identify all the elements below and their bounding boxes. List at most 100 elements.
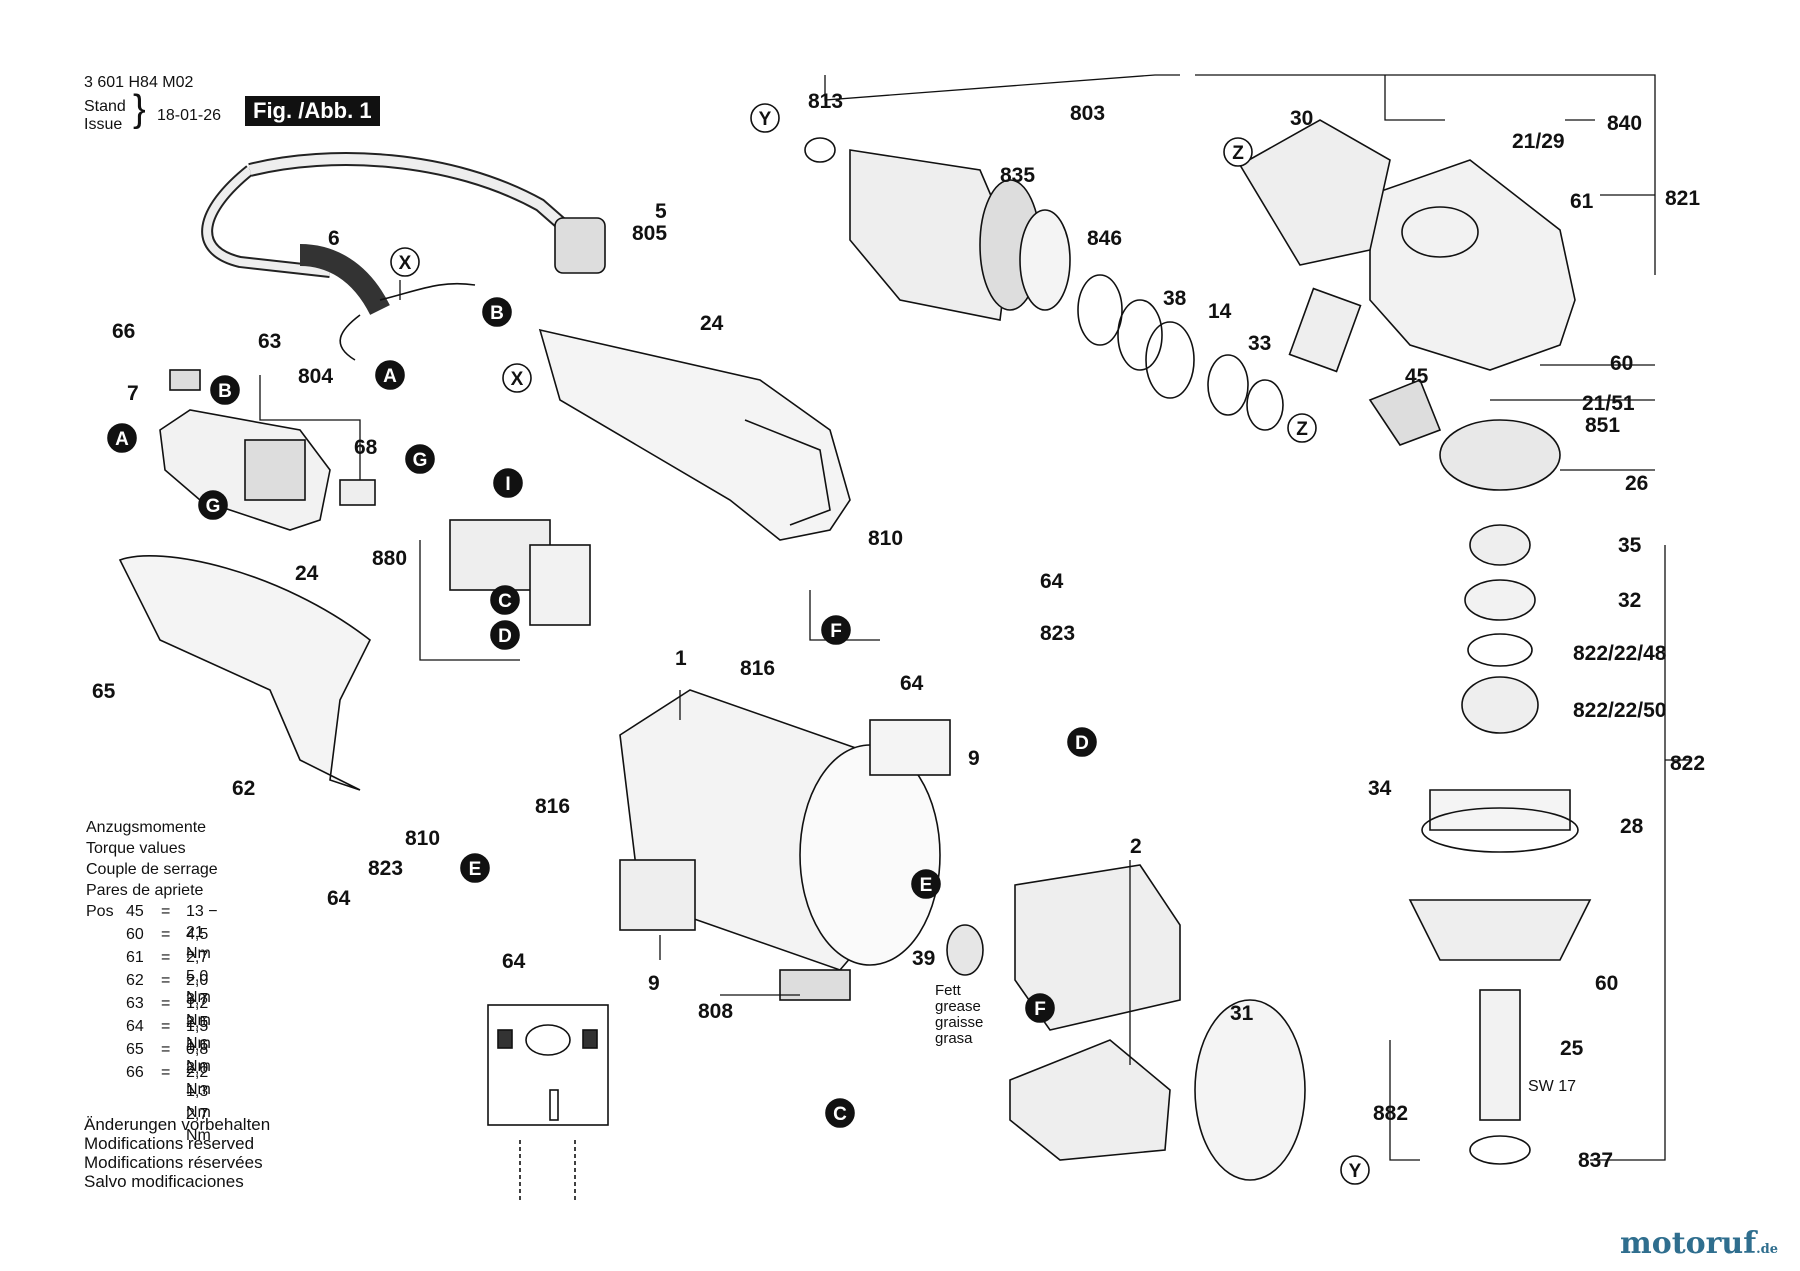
torque-row: 62 = 2,0 − 2,5 Nm [86,970,218,1052]
part-label: 822/22/48 [1573,642,1667,665]
part-label: 34 [1368,777,1392,800]
torque-row: 60 = 4,5 − 5,0 Nm [86,924,218,1006]
connector-circle [750,103,780,133]
connector-marker: Y [750,103,780,133]
connector-letter: D [1075,733,1089,754]
part-label: 810 [405,827,440,850]
torque-value: 1,5 − 2,0 Nm [186,1018,211,1098]
part-label: 810 [868,527,903,550]
torque-row: Pos 45 = 13 − 21 Nm [86,901,218,962]
part-label: 7 [127,382,139,405]
torque-table: Anzugsmomente Torque values Couple de se… [86,817,218,1144]
connector-marker: C [490,585,520,615]
part-label: 28 [1620,815,1644,838]
torque-pos: 61 [126,949,144,966]
connector-circle [825,1098,855,1128]
grease-fr: graisse [935,1014,984,1031]
connector-circle [493,468,523,498]
torque-value: 0,8 − 1,3 Nm [186,1041,211,1121]
torque-value: 1,2 − 1,6 Nm [186,995,211,1075]
connector-marker: B [210,375,240,405]
connector-marker: Z [1287,413,1317,443]
part-label: 822 [1670,752,1705,775]
connector-marker: B [482,297,512,327]
torque-title-es: Pares de apriete [86,882,204,899]
connector-letter: Z [1232,143,1244,164]
part-label: 835 [1000,164,1035,187]
part-label: 2 [1130,835,1142,858]
modification-notes: Änderungen vorbehalten Modifications res… [84,1115,270,1191]
note-en: Modifications reserved [84,1134,255,1153]
torque-pos: 45 [126,903,144,920]
connector-marker: A [375,360,405,390]
part-label: 66 [112,320,135,343]
connector-letter: A [115,429,129,450]
connector-marker: F [1025,993,1055,1023]
torque-title-en: Torque values [86,840,186,857]
part-label: 21/29 [1512,130,1565,153]
logo-main: motoruf [1619,1226,1757,1261]
connector-letter: C [498,591,512,612]
connector-letter: F [830,621,842,642]
part-label: 68 [354,436,378,459]
stand-label: Stand [84,98,126,115]
connector-marker: C [825,1098,855,1128]
part-label: 9 [968,747,980,770]
connector-letter: D [498,626,512,647]
figure-label: Fig. /Abb. 1 [245,96,380,126]
connector-letter: Z [1296,419,1308,440]
part-label: 1 [675,647,687,670]
connector-letter: X [511,369,524,390]
torque-row: 66 = 2,2 − 2,7 Nm [86,1062,218,1144]
part-label: 60 [1595,972,1618,995]
part-label: 65 [92,680,116,703]
site-logo: motoruf.de [1620,1226,1778,1261]
connector-circle [1287,413,1317,443]
part-label: 64 [502,950,526,973]
document-number: 3 601 H84 M02 [84,74,194,91]
part-label: 804 [298,365,333,388]
connector-circle [1067,727,1097,757]
torque-eq: = [161,972,171,989]
torque-pos: 65 [126,1041,144,1058]
part-label: 823 [368,857,403,880]
connector-letter: A [383,366,397,387]
torque-value: 13 − 21 Nm [186,903,218,962]
part-label: 62 [232,777,255,800]
note-fr: Modifications réservées [84,1153,263,1172]
connector-letter: F [1034,999,1046,1020]
connector-marker: E [911,869,941,899]
torque-eq: = [161,995,171,1012]
connector-letter: B [218,381,232,402]
part-label: 24 [295,562,319,585]
torque-title-fr: Couple de serrage [86,861,218,878]
torque-eq: = [161,1018,171,1035]
connector-circle [502,363,532,393]
torque-eq: = [161,903,171,920]
issue-label: Issue [84,116,123,133]
connector-circle [1025,993,1055,1023]
torque-row: 63 = 1,2 − 1,6 Nm [86,993,218,1075]
torque-value: 2,7 − 3,7 Nm [186,949,211,1029]
connector-marker: G [405,444,435,474]
pos-label: Pos [86,903,114,920]
part-label: 35 [1618,534,1642,557]
part-label: 808 [698,1000,733,1023]
brace-glyph: } [133,88,146,130]
part-label: 63 [258,330,281,353]
connector-marker: A [107,423,137,453]
connector-circle [460,853,490,883]
part-label: 837 [1578,1149,1613,1172]
torque-pos: 60 [126,926,144,943]
part-label: 64 [900,672,924,695]
part-label: 803 [1070,102,1105,125]
part-label: 821 [1665,187,1700,210]
connector-circle [198,490,228,520]
connector-letter: G [413,450,428,471]
connector-marker: Y [1340,1155,1370,1185]
part-label: 39 [912,947,935,970]
torque-pos: 63 [126,995,144,1012]
part-label: 846 [1087,227,1122,250]
